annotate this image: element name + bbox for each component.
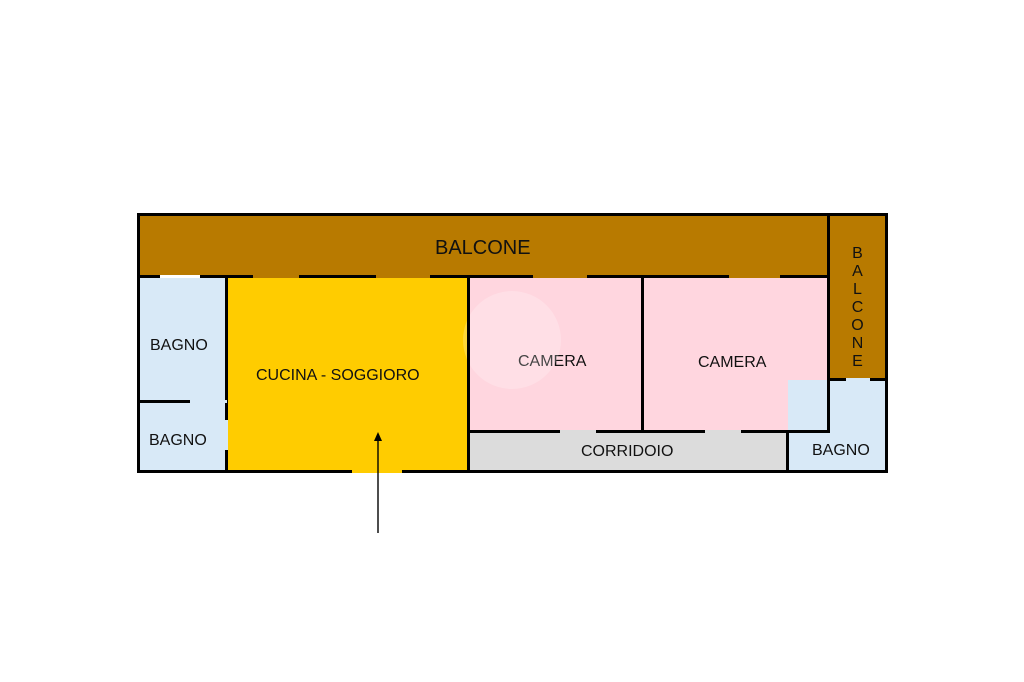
wall-corridoio-bagno [786, 430, 789, 472]
door-balcone-cucina-1 [253, 275, 299, 278]
balcone-side-letter: L [853, 281, 862, 298]
door-balcone-bagno [160, 275, 200, 278]
door-balcone-camera-2 [729, 275, 780, 278]
bagno-3-label: BAGNO [812, 442, 870, 459]
outer-wall-left [137, 213, 140, 473]
outer-wall-bottom [137, 470, 888, 473]
wall-balcone-divider [827, 213, 830, 433]
balcone-top: BALCONE [138, 215, 828, 277]
balcone-side-letter: N [851, 335, 864, 352]
outer-wall-top [137, 213, 888, 216]
watermark-circle [463, 291, 561, 389]
wall-bagno-cucina [225, 275, 228, 472]
door-balcone-cucina-2 [376, 275, 430, 278]
wall-camera-corridoio [467, 430, 829, 433]
door-bagno-2 [225, 420, 228, 450]
wall-balcone-bottom [137, 275, 829, 278]
balcone-side-letter: A [852, 263, 863, 280]
bagno-2-label: BAGNO [149, 432, 207, 449]
bagno-3: BAGNO [788, 380, 886, 471]
balcone-top-label: BALCONE [435, 237, 531, 259]
corridoio-label: CORRIDOIO [581, 443, 674, 460]
door-camera-1 [560, 430, 596, 433]
wall-cucina-camera [467, 275, 470, 472]
door-side-balcone [846, 378, 870, 381]
balcone-side-letter: C [851, 299, 864, 316]
bagno-1: BAGNO [138, 277, 228, 401]
door-camera-2 [705, 430, 741, 433]
wall-camera-camera [641, 275, 644, 432]
camera-2-label: CAMERA [698, 354, 767, 371]
door-balcone-camera-1 [533, 275, 587, 278]
cucina-soggiorno: CUCINA - SOGGIORO [228, 277, 469, 471]
outer-wall-right [885, 213, 888, 473]
camera-1: CAMERA [469, 277, 642, 431]
entrance-arrow-icon [374, 432, 382, 533]
balcone-side-letter: B [852, 245, 863, 262]
door-entrance [352, 470, 402, 473]
corridoio: CORRIDOIO [469, 431, 788, 471]
bagno-1-label: BAGNO [150, 337, 208, 354]
balcone-side-letter: O [851, 317, 864, 334]
bagno-2: BAGNO [138, 401, 228, 471]
balcone-side-letter: E [852, 353, 863, 370]
camera-1-label: CAMERA [518, 353, 587, 370]
wall-bagno-split [137, 400, 228, 403]
door-bagno-1 [190, 400, 227, 403]
cucina-soggiorno-label: CUCINA - SOGGIORO [256, 367, 420, 384]
